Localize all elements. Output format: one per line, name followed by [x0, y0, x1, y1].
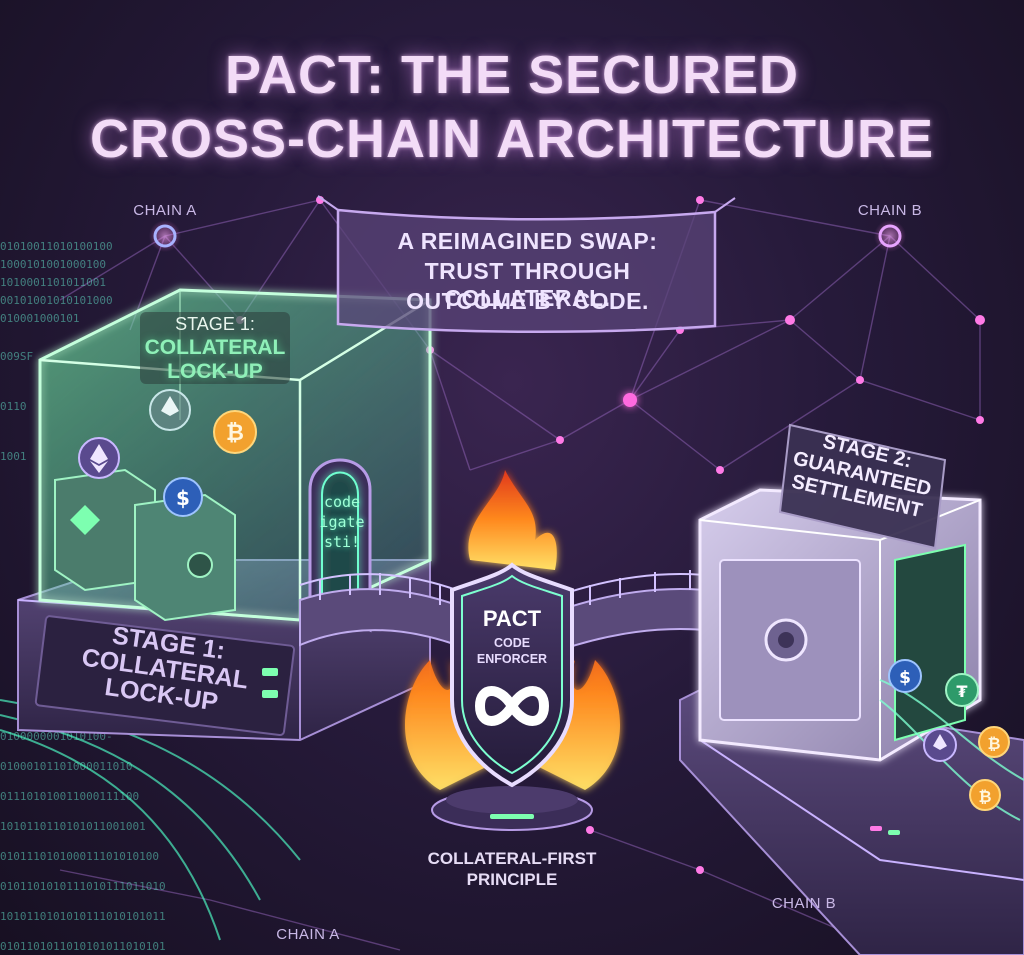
enforcer-line1: CODE: [493, 636, 531, 650]
banner-line2: TRUST THROUGH COLLATERAL.: [424, 258, 631, 311]
banner-line3: OUTCOME BY CODE.: [406, 288, 649, 314]
bitcoin-icon: ₿: [213, 410, 257, 454]
svg-text:0101101011010101011010101: 0101101011010101011010101: [0, 940, 166, 953]
svg-text:1001: 1001: [0, 450, 27, 463]
usdc-icon: $: [163, 477, 203, 517]
enforcer-line2: ENFORCER: [476, 652, 548, 666]
svg-text:00101001010101000: 00101001010101000: [0, 294, 113, 307]
enforcer-name: PACT: [482, 606, 542, 631]
svg-text:0101101010111010111011010: 0101101010111010111011010: [0, 880, 166, 893]
svg-text:₿: ₿: [226, 421, 244, 446]
stage1-label: STAGE 1:: [175, 314, 255, 334]
chain-a-label: CHAIN A: [133, 202, 197, 219]
stage1-label-panel: [140, 312, 290, 384]
principle-line1: COLLATERAL-FIRST: [427, 849, 597, 868]
svg-text:01010011010100100: 01010011010100100: [0, 240, 113, 253]
svg-text:0110: 0110: [0, 400, 27, 413]
svg-text:01000101101000011010: 01000101101000011010: [0, 760, 132, 773]
bitcoin-icon: ₿: [978, 726, 1010, 758]
principle-line2: PRINCIPLE: [466, 870, 558, 889]
infinity-logo-icon: [474, 686, 550, 726]
stage2-label-panel: [778, 423, 947, 550]
principle-label: COLLATERAL-FIRST PRINCIPLE: [392, 848, 632, 890]
enforcer-shield: [450, 562, 574, 788]
chain-b-label: CHAIN B: [857, 202, 923, 219]
page-title-line2: CROSS-CHAIN ARCHITECTURE: [90, 109, 934, 169]
tether-icon: ₮: [945, 673, 979, 707]
svg-text:009SF: 009SF: [0, 350, 33, 363]
svg-text:₮: ₮: [956, 682, 967, 701]
svg-text:1010110101010111010101011: 1010110101010111010101011: [0, 910, 166, 923]
svg-text:011101010011000111100: 011101010011000111100: [0, 790, 139, 803]
chain-a-label-bottom: CHAIN A: [276, 926, 340, 943]
svg-text:1010110110101011001001: 1010110110101011001001: [0, 820, 146, 833]
stage1-title-line1: COLLATERAL: [144, 336, 286, 359]
svg-text:010111010100011101010100: 010111010100011101010100: [0, 850, 159, 863]
banner-line1: A REIMAGINED SWAP:: [397, 228, 658, 254]
network-mesh: [59, 199, 981, 951]
bridge-left: [299, 573, 471, 652]
svg-text:₿: ₿: [987, 734, 1000, 753]
code-gate-line1: code: [323, 493, 361, 511]
code-gate-line3: sti!: [323, 533, 361, 551]
bitcoin-icon: ₿: [969, 779, 1001, 811]
banner-panel: [317, 195, 736, 334]
svg-text:₿: ₿: [978, 787, 991, 806]
ethereum-icon: [78, 437, 120, 479]
code-gate-line2: igate: [319, 513, 365, 531]
stage2-vault: [698, 488, 982, 762]
enforcer-pedestal: [431, 786, 593, 831]
svg-text:1010001101011001: 1010001101011001: [0, 276, 106, 289]
page-title-line1: PACT: THE SECURED: [224, 45, 800, 105]
network-nodes: [149, 196, 985, 874]
svg-text:1000101001000100: 1000101001000100: [0, 258, 106, 271]
svg-text:$: $: [176, 486, 190, 510]
ethereum-icon: [923, 728, 957, 762]
usdc-icon: $: [888, 659, 922, 693]
code-gate-text: code igate sti!: [318, 492, 366, 552]
svg-text:$: $: [899, 668, 911, 688]
chain-b-label-bottom: CHAIN B: [771, 895, 837, 912]
binary-data-stream: 01010011010100100 1000101001000100 10100…: [0, 240, 166, 953]
svg-text:010001000101: 010001000101: [0, 312, 79, 325]
ethereum-icon: [149, 389, 191, 431]
stage1-title-line2: LOCK-UP: [167, 360, 263, 383]
